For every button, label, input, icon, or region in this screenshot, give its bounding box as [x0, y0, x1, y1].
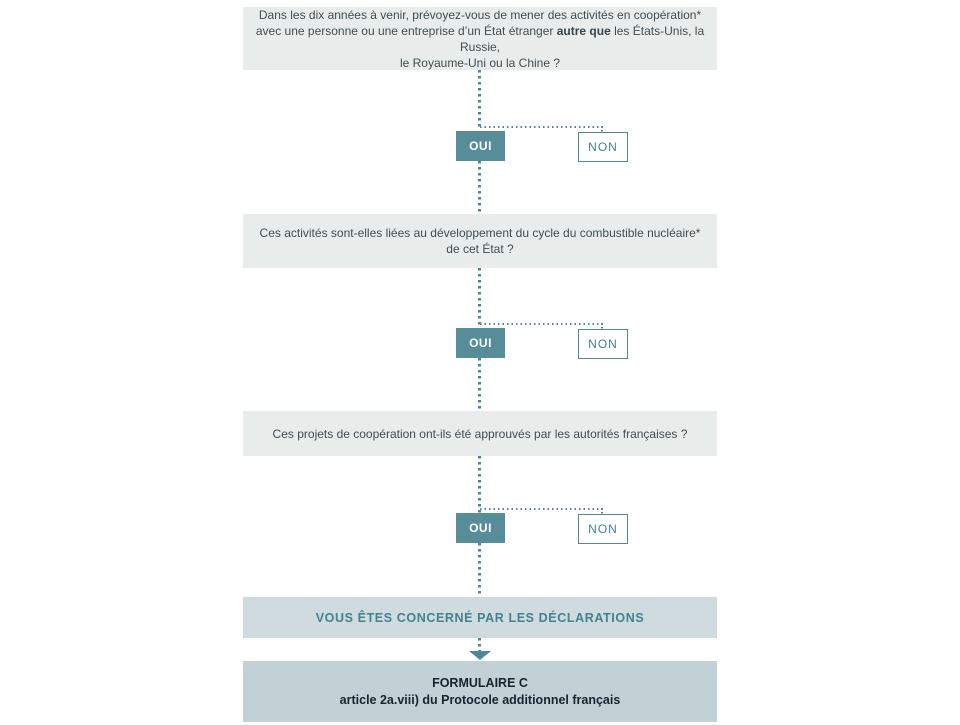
- question-box-2: Ces activités sont-elles liées au dévelo…: [243, 214, 717, 268]
- question-text: Dans les dix années à venir, prévoyez-vo…: [258, 7, 702, 22]
- arrow-down-icon: [469, 651, 491, 660]
- connector-vertical-7: [478, 638, 481, 651]
- question-2-line-2: de cet État ?: [243, 241, 717, 257]
- question-1-line-3: le Royaume-Uni ou la Chine ?: [243, 55, 717, 71]
- form-subtitle: article 2a.viii) du Protocole additionne…: [339, 692, 621, 707]
- question-box-1: Dans les dix années à venir, prévoyez-vo…: [243, 7, 717, 70]
- question-1-line-2: avec une personne ou une entreprise d’un…: [243, 23, 717, 55]
- question-text: Ces projets de coopération ont-ils été a…: [272, 426, 688, 441]
- question-3-line-1: Ces projets de coopération ont-ils été a…: [243, 426, 717, 442]
- question-text: Ces activités sont-elles liées au dévelo…: [259, 226, 701, 240]
- connector-branch-drop-2: [601, 323, 603, 329]
- connector-vertical-4: [478, 358, 481, 411]
- connector-vertical-6: [478, 543, 481, 597]
- non-button-3[interactable]: NON: [578, 514, 628, 544]
- question-2-line-1: Ces activités sont-elles liées au dévelo…: [243, 225, 717, 241]
- question-1-line-1: Dans les dix années à venir, prévoyez-vo…: [243, 7, 717, 23]
- connector-vertical-5: [478, 456, 481, 513]
- oui-button-3[interactable]: OUI: [456, 513, 505, 543]
- connector-vertical-1: [478, 70, 481, 127]
- connector-branch-3: [480, 508, 603, 510]
- oui-button-2[interactable]: OUI: [456, 328, 505, 358]
- question-text: les États-Unis, la Russie,: [459, 23, 705, 54]
- question-text: avec une personne ou une entreprise d’un…: [255, 23, 557, 38]
- question-text: le Royaume-Uni ou la Chine ?: [399, 55, 561, 70]
- result-banner: VOUS ÊTES CONCERNÉ PAR LES DÉCLARATIONS: [243, 597, 717, 638]
- connector-branch-1: [480, 126, 603, 128]
- question-box-3: Ces projets de coopération ont-ils été a…: [243, 411, 717, 456]
- non-button-2[interactable]: NON: [578, 329, 628, 359]
- form-box: FORMULAIRE C article 2a.viii) du Protoco…: [243, 661, 717, 722]
- connector-branch-drop-3: [601, 508, 603, 514]
- connector-vertical-2: [478, 161, 481, 214]
- form-title: FORMULAIRE C: [432, 675, 528, 690]
- connector-vertical-3: [478, 268, 481, 328]
- non-button-1[interactable]: NON: [578, 132, 628, 162]
- connector-branch-2: [480, 323, 603, 325]
- question-text: de cet État ?: [446, 242, 514, 256]
- oui-button-1[interactable]: OUI: [456, 131, 505, 161]
- question-text-emphasis: autre que: [556, 23, 611, 38]
- connector-branch-drop-1: [601, 126, 603, 132]
